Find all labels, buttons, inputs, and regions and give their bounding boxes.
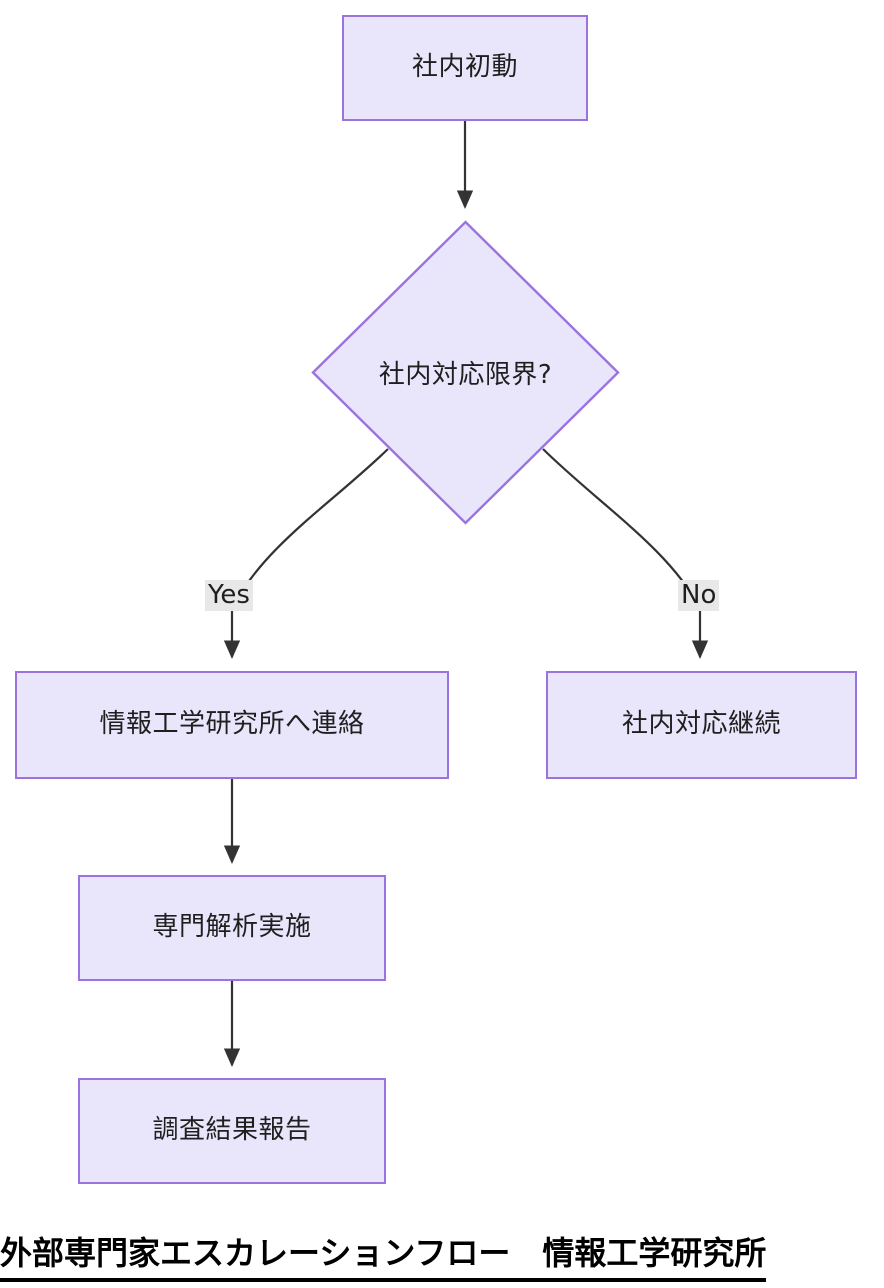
node-continue-internal[interactable]: 社内対応継続 <box>546 671 857 779</box>
node-expert-analysis-label: 専門解析実施 <box>152 912 312 943</box>
node-result-report-label: 調査結果報告 <box>152 1115 312 1146</box>
node-start-label: 社内初動 <box>411 52 518 83</box>
node-decision-label: 社内対応限界? <box>378 360 553 390</box>
diagram-caption-text: 外部専門家エスカレーションフロー 情報工学研究所 <box>0 1228 767 1282</box>
node-decision[interactable]: 社内対応限界? <box>311 220 620 525</box>
node-expert-analysis[interactable]: 専門解析実施 <box>78 875 386 981</box>
decision-diamond-shape <box>311 220 620 525</box>
node-contact-lab[interactable]: 情報工学研究所へ連絡 <box>15 671 449 779</box>
node-result-report[interactable]: 調査結果報告 <box>78 1078 386 1184</box>
diagram-caption: 外部専門家エスカレーションフロー 情報工学研究所 <box>0 1228 884 1282</box>
edge-label-no: No <box>678 580 720 612</box>
edge-label-yes: Yes <box>205 580 253 612</box>
node-contact-lab-label: 情報工学研究所へ連絡 <box>99 709 365 740</box>
node-continue-internal-label: 社内対応継続 <box>621 709 781 740</box>
node-start[interactable]: 社内初動 <box>342 15 588 121</box>
